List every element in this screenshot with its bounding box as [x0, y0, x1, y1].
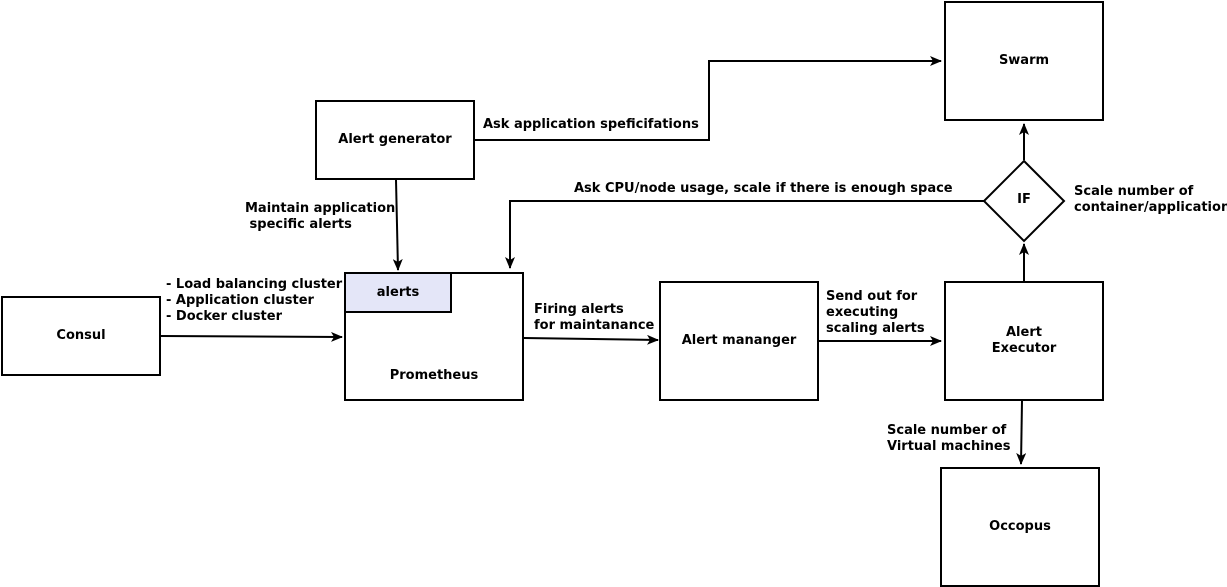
- swarm-node[interactable]: Swarm: [944, 1, 1104, 121]
- alert-generator-label: Alert generator: [338, 132, 452, 147]
- send-out-label: Send out for executing scaling alerts: [826, 289, 925, 336]
- swarm-label: Swarm: [998, 53, 1050, 68]
- scale-containers-label: Scale number of container/application: [1074, 184, 1227, 215]
- alert-executor-node[interactable]: Alert Executor: [944, 281, 1104, 401]
- alert-manager-label: Alert mananger: [681, 333, 797, 348]
- consul-clusters-label: - Load balancing cluster - Application c…: [166, 277, 343, 324]
- firing-alerts-label: Firing alerts for maintanance: [534, 302, 655, 333]
- alerts-node[interactable]: alerts: [344, 272, 452, 313]
- edge-generator-to-prometheus: [392, 179, 403, 271]
- consul-label: Consul: [56, 328, 106, 343]
- if-decision-diamond: [982, 159, 1066, 243]
- alerts-label: alerts: [376, 285, 420, 300]
- prometheus-label: Prometheus: [389, 368, 479, 383]
- scale-vms-label: Scale number of Virtual machines: [887, 423, 1011, 454]
- edge-generator-to-swarm: [475, 56, 942, 141]
- if-decision-label: IF: [1017, 192, 1031, 207]
- edge-consul-to-prometheus: [160, 331, 343, 342]
- occopus-node[interactable]: Occopus: [940, 467, 1100, 587]
- occopus-label: Occopus: [989, 519, 1051, 534]
- maintain-alerts-label: Maintain application specific alerts: [245, 201, 396, 232]
- alert-manager-node[interactable]: Alert mananger: [659, 281, 819, 401]
- edge-if-to-prometheus: [505, 200, 984, 269]
- consul-node[interactable]: Consul: [1, 296, 161, 376]
- edge-prometheus-to-manager: [523, 334, 659, 345]
- ask-app-specs-label: Ask application speficifations: [483, 117, 699, 132]
- alert-generator-node[interactable]: Alert generator: [315, 100, 475, 180]
- ask-cpu-label: Ask CPU/node usage, scale if there is en…: [574, 181, 953, 196]
- edge-executor-to-occopus: [1016, 400, 1027, 465]
- alert-executor-label: Alert Executor: [991, 325, 1057, 356]
